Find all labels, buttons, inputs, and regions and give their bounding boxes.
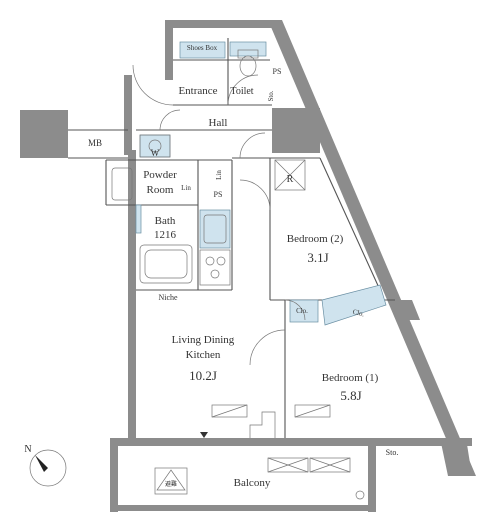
bath-label-1: Bath [155, 215, 176, 227]
north-label: N [24, 444, 31, 455]
exterior-walls [20, 20, 476, 512]
lin-label-2: Lin [215, 170, 223, 180]
balcony-label: Balcony [234, 477, 271, 489]
sink-icon [203, 214, 227, 244]
lin-label-1: Lin [181, 184, 191, 192]
step [249, 411, 276, 438]
toilet-label: Toilet [230, 86, 253, 97]
storage-top-label: Sto. [267, 90, 275, 101]
niche-label: Niche [158, 293, 178, 302]
storage-bottom-label: Sto. [386, 448, 399, 457]
ps-mid-label: PS [214, 190, 223, 199]
ac-units [211, 404, 331, 418]
outdoor-units [267, 457, 351, 473]
washbasin-icon [139, 134, 171, 158]
powder-basin-icon [111, 167, 133, 201]
bedroom2-size: 3.1J [307, 250, 328, 265]
powder-room-label-2: Room [147, 184, 174, 196]
closet-label-2: Clo. [352, 308, 366, 319]
shoes-box-label: Shoes Box [187, 44, 218, 52]
ps-top-label: PS [273, 67, 282, 76]
evac-hatch-label: 避難 [165, 480, 177, 488]
evacuation-hatch-icon [154, 467, 188, 495]
bath-label-2: 1216 [154, 229, 177, 241]
bedroom1-size: 5.8J [340, 388, 361, 403]
ldk-size: 10.2J [189, 368, 217, 383]
ldk-label-1: Living Dining [172, 334, 235, 346]
refrigerator-label: R [287, 174, 294, 185]
closet-label-1: Clo. [296, 307, 308, 315]
entrance-label: Entrance [178, 85, 217, 97]
bedroom2-label: Bedroom (2) [287, 233, 344, 245]
bedroom1-label: Bedroom (1) [322, 372, 379, 384]
compass-icon [29, 449, 67, 487]
drain-icon [355, 490, 365, 500]
entrance-marker [200, 432, 208, 438]
hall-label: Hall [209, 117, 228, 129]
ldk-label-2: Kitchen [186, 349, 221, 361]
bathtub-icon [139, 244, 193, 284]
interior-partitions [68, 38, 395, 438]
mb-label: MB [88, 138, 102, 148]
refrigerator-icon [274, 159, 306, 191]
shoes-box-cabinet [179, 41, 226, 59]
stove-icon [199, 249, 231, 286]
powder-room-label-1: Powder [143, 169, 177, 181]
w-label: W [151, 148, 160, 158]
toilet-icon [237, 49, 259, 77]
door-swing-icon [132, 64, 306, 366]
room-labels: Shoes Box Entrance Toilet PS Sto. MB Hal… [24, 44, 398, 489]
